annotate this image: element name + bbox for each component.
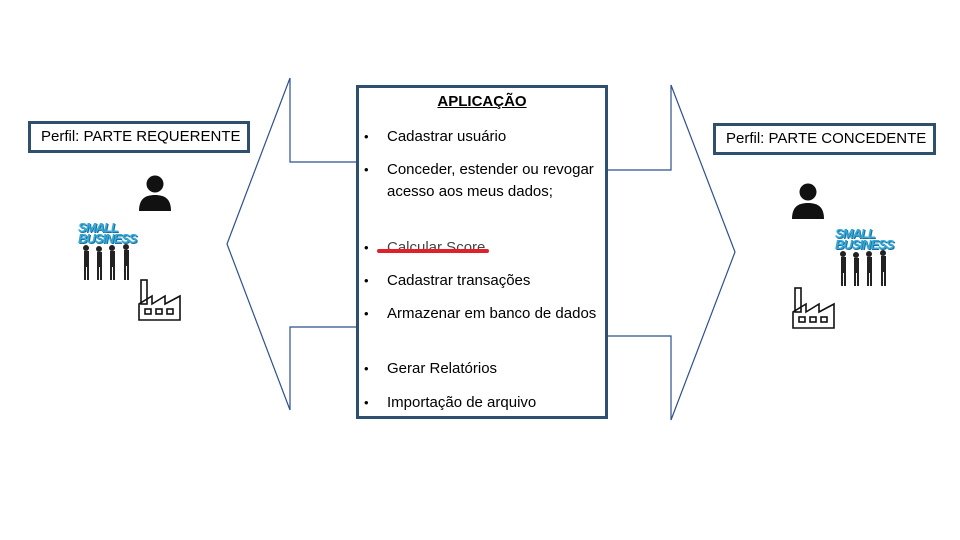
- strikethrough-mark: [377, 249, 490, 253]
- factory-icon: [792, 287, 835, 329]
- right-profile-box: Perfil: PARTE CONCEDENTE: [713, 123, 936, 155]
- feature-item-label: Cadastrar transações: [387, 272, 531, 289]
- feature-item-gerar-relatorios: Gerar Relatórios: [364, 358, 597, 380]
- right-profile-label: Perfil: PARTE CONCEDENTE: [726, 130, 927, 147]
- feature-item-cadastrar-usuario: Cadastrar usuário: [364, 126, 597, 148]
- feature-item-label-struck: Calcular Score: [377, 239, 490, 256]
- small-business-logo-text: SMALL BUSINESS: [835, 226, 894, 252]
- business-people-silhouettes: [83, 244, 129, 280]
- small-business-icon: SMALL BUSINESS: [835, 226, 895, 290]
- right-arrow-shape: [608, 84, 736, 421]
- left-arrow-shape: [226, 77, 356, 411]
- feature-item-label: Gerar Relatórios: [387, 360, 498, 377]
- feature-item-conceder-acesso: Conceder, estender ou revogar acesso aos…: [364, 159, 597, 203]
- feature-item-label: Armazenar em banco de dados: [387, 305, 597, 322]
- feature-item-cadastrar-transacoes: Cadastrar transações: [364, 270, 597, 292]
- person-icon: [139, 175, 171, 211]
- small-business-logo-text: SMALL BUSINESS: [78, 220, 137, 246]
- application-box: APLICAÇÃO Cadastrar usuário Conceder, es…: [356, 85, 608, 419]
- factory-icon: [138, 279, 181, 321]
- left-profile-label: Perfil: PARTE REQUERENTE: [41, 128, 241, 145]
- left-profile-box: Perfil: PARTE REQUERENTE: [28, 121, 250, 153]
- feature-item-calcular-score: Calcular Score: [364, 237, 597, 259]
- feature-item-label: Conceder, estender ou revogar acesso aos…: [387, 161, 594, 200]
- application-title: APLICAÇÃO: [437, 93, 527, 110]
- person-icon: [792, 183, 824, 219]
- feature-item-armazenar: Armazenar em banco de dados: [364, 303, 597, 325]
- business-people-silhouettes: [840, 250, 886, 286]
- feature-item-importacao: Importação de arquivo: [364, 392, 597, 414]
- feature-item-label: Importação de arquivo: [387, 394, 537, 411]
- small-business-icon: SMALL BUSINESS: [78, 220, 138, 284]
- feature-item-label: Cadastrar usuário: [387, 128, 507, 145]
